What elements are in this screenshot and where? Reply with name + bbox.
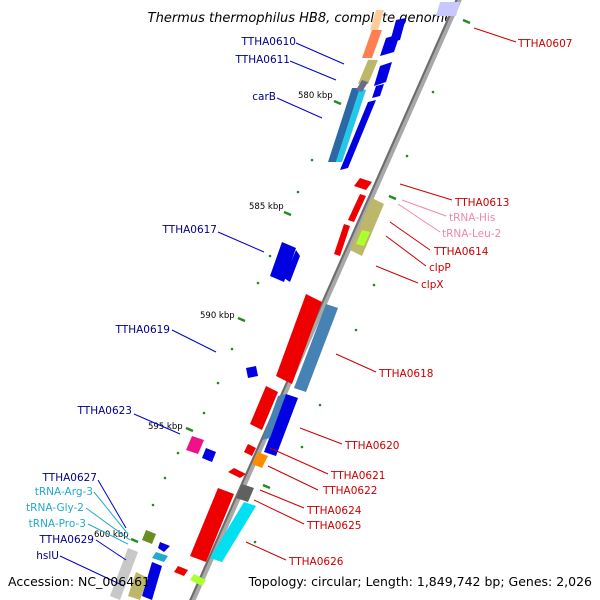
tick-label-585: 585 kbp xyxy=(249,202,284,212)
trna-label-pro-3[interactable]: tRNA-Pro-3 xyxy=(29,518,86,530)
gene-label-ttha0620[interactable]: TTHA0620 xyxy=(344,440,399,452)
tick-label-600: 600 kbp xyxy=(94,530,129,540)
gene-label-ttha0617[interactable]: TTHA0617 xyxy=(162,224,217,236)
gene-label-ttha0629[interactable]: TTHA0629 xyxy=(39,534,94,546)
gene-label-ttha0618[interactable]: TTHA0618 xyxy=(378,368,433,380)
tick-label-595: 595 kbp xyxy=(148,422,183,432)
gene-label-carb[interactable]: carB xyxy=(252,91,276,103)
gene-features-inner[interactable] xyxy=(110,10,384,600)
trna-label-arg-3[interactable]: tRNA-Arg-3 xyxy=(35,486,93,498)
genome-summary-text: Topology: circular; Length: 1,849,742 bp… xyxy=(248,574,592,589)
left-labels: TTHA0610 TTHA0611 carB TTHA0617 TTHA0619… xyxy=(26,36,296,562)
scale-tick-marks xyxy=(130,18,471,544)
trna-label-his[interactable]: tRNA-His xyxy=(449,212,495,224)
gene-label-ttha0621[interactable]: TTHA0621 xyxy=(330,470,385,482)
gene-label-ttha0625[interactable]: TTHA0625 xyxy=(306,520,361,532)
right-labels: TTHA0607 TTHA0613 tRNA-His tRNA-Leu-2 TT… xyxy=(288,38,572,568)
left-label-leaders xyxy=(97,42,345,529)
trna-label-gly-2[interactable]: tRNA-Gly-2 xyxy=(26,502,84,514)
left-trna-leaders xyxy=(85,491,131,545)
gene-label-clpp[interactable]: clpP xyxy=(429,262,451,274)
right-label-leaders xyxy=(245,27,517,561)
genome-backbone xyxy=(189,0,462,600)
gene-label-ttha0619[interactable]: TTHA0619 xyxy=(115,324,170,336)
scale-dots xyxy=(151,90,435,544)
left-bottom-leaders xyxy=(59,539,127,587)
gene-label-ttha0624[interactable]: TTHA0624 xyxy=(306,505,362,517)
gene-label-ttha0626[interactable]: TTHA0626 xyxy=(288,556,344,568)
tick-label-590: 590 kbp xyxy=(200,311,235,321)
map-title: Thermus thermophilus HB8, complete genom… xyxy=(148,11,453,26)
scale-tick-labels: 580 kbp 585 kbp 590 kbp 595 kbp 600 kbp xyxy=(94,91,333,540)
right-trna-leaders xyxy=(397,199,447,233)
trna-label-leu-2[interactable]: tRNA-Leu-2 xyxy=(442,228,501,240)
gene-label-ttha0613[interactable]: TTHA0613 xyxy=(454,197,509,209)
gene-label-ttha0622[interactable]: TTHA0622 xyxy=(322,485,377,497)
gene-label-ttha0614[interactable]: TTHA0614 xyxy=(433,246,489,258)
gene-features-outer[interactable] xyxy=(174,2,460,586)
accession-text: Accession: NC_006461 xyxy=(8,574,150,589)
tick-label-580: 580 kbp xyxy=(298,91,333,101)
gene-label-hslu[interactable]: hslU xyxy=(36,550,59,562)
gene-label-ttha0610[interactable]: TTHA0610 xyxy=(241,36,296,48)
gene-label-clpx[interactable]: clpX xyxy=(421,279,444,291)
gene-label-ttha0607[interactable]: TTHA0607 xyxy=(517,38,572,50)
gene-label-ttha0623[interactable]: TTHA0623 xyxy=(77,405,132,417)
gene-label-ttha0611[interactable]: TTHA0611 xyxy=(235,54,290,66)
gene-label-ttha0627[interactable]: TTHA0627 xyxy=(42,472,97,484)
